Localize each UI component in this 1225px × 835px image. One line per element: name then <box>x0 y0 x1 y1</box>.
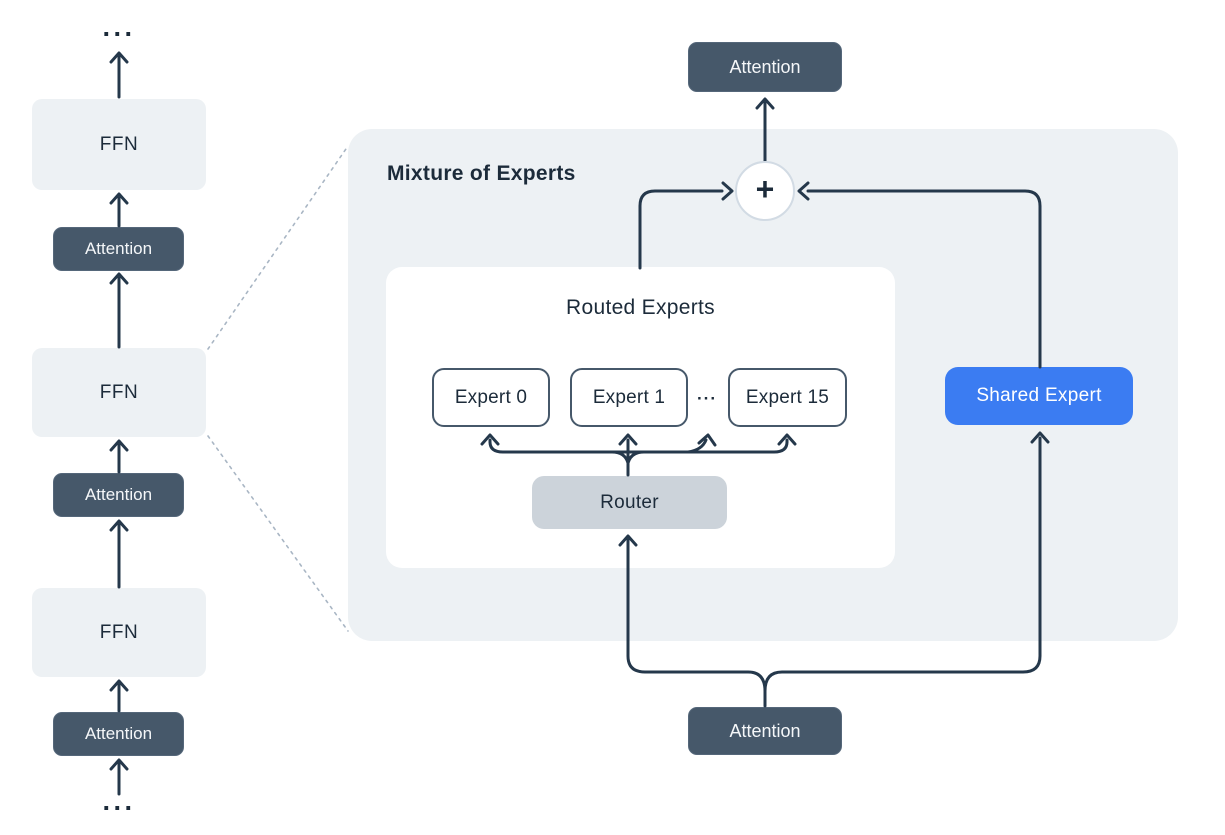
experts-ellipsis: ··· <box>697 389 717 408</box>
stack-ellipsis-bottom: ··· <box>102 793 136 823</box>
arrow-attn1-to-ffn-top <box>109 192 129 228</box>
plus-icon: + <box>755 171 775 207</box>
sum-node: + <box>735 161 795 221</box>
attention-block-3: Attention <box>53 712 184 756</box>
shared-expert-box: Shared Expert <box>945 367 1133 425</box>
expert-15-box: Expert 15 <box>728 368 847 427</box>
expert-1-box: Expert 1 <box>570 368 688 427</box>
arrow-ffn-mid-to-attn1 <box>109 272 129 349</box>
attention-block-2: Attention <box>53 473 184 517</box>
ffn-block-middle: FFN <box>32 348 206 437</box>
attention-input-box: Attention <box>688 707 842 755</box>
zoom-guide-bottom-line <box>207 435 349 632</box>
ffn-block-bottom: FFN <box>32 588 206 677</box>
mixture-of-experts-title: Mixture of Experts <box>387 162 576 185</box>
arrow-ffn-bot-to-attn2 <box>109 519 129 589</box>
expert-0-box: Expert 0 <box>432 368 550 427</box>
attention-output-box: Attention <box>688 42 842 92</box>
zoom-guide-top-line <box>207 145 349 350</box>
arrow-attn3-to-ffn-bot <box>109 679 129 713</box>
attention-block-1: Attention <box>53 227 184 271</box>
arrow-ffn-top-to-dots <box>109 51 129 99</box>
arrow-dots-to-attn3 <box>109 758 129 796</box>
routed-experts-title: Routed Experts <box>566 296 715 319</box>
zoom-guide-lines <box>207 145 349 632</box>
ffn-block-top: FFN <box>32 99 206 190</box>
router-box: Router <box>532 476 727 529</box>
stack-ellipsis-top: ··· <box>102 19 136 49</box>
arrow-attn2-to-ffn-mid <box>109 439 129 474</box>
